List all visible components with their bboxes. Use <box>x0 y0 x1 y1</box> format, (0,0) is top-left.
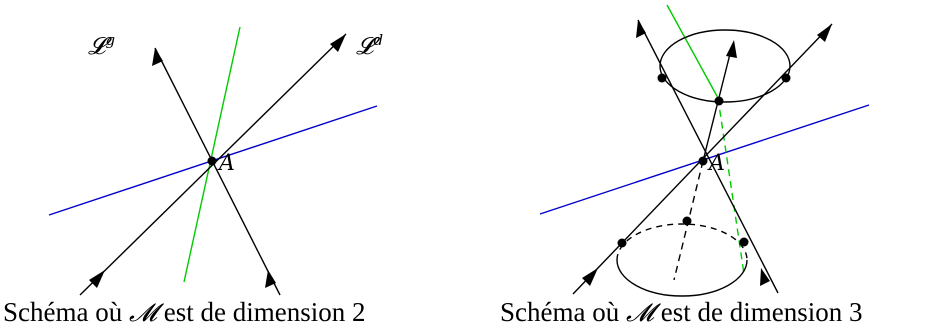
right-caption-symbol: 𝓜 <box>625 298 654 327</box>
right-point-a <box>698 156 708 166</box>
upper-dot-right <box>781 73 791 83</box>
left-caption-symbol: 𝓜 <box>128 298 157 327</box>
arrow-ld-bottom <box>89 270 105 288</box>
arrow-ld-top <box>330 34 346 52</box>
left-point-a-label: A <box>217 151 235 176</box>
upper-dot-bottom <box>714 96 724 106</box>
arrow-cone-bottom-right <box>760 268 770 286</box>
cone-line-left <box>637 19 779 294</box>
arrow-cone-top-left <box>636 20 646 38</box>
right-diagram: A <box>539 4 870 297</box>
left-point-a <box>207 156 217 166</box>
left-caption-prefix: Schéma où <box>3 297 129 327</box>
arrow-cone-bottom-left <box>582 268 598 286</box>
lower-ellipse-back <box>616 223 748 261</box>
left-line-lg <box>154 47 281 296</box>
arrow-lg-bottom <box>265 270 276 288</box>
lower-dot-right <box>739 237 749 247</box>
lower-dot-top <box>682 216 692 226</box>
upper-vector-arrow <box>726 40 737 58</box>
right-green-line-dashed <box>717 97 745 275</box>
left-caption: Schéma où 𝓜 est de dimension 2 <box>3 292 443 332</box>
right-green-line-solid <box>666 4 719 99</box>
label-ld: 𝓛d <box>356 31 383 60</box>
left-diagram: A 𝓛g 𝓛d <box>48 26 383 296</box>
left-green-line <box>183 26 241 283</box>
label-lg: 𝓛g <box>88 31 115 60</box>
right-caption: Schéma où 𝓜 est de dimension 3 <box>500 292 930 332</box>
arrow-cone-top-right <box>817 24 832 42</box>
right-caption-suffix: est de dimension 3 <box>654 297 863 327</box>
right-caption-prefix: Schéma où <box>500 297 626 327</box>
upper-dot-left <box>657 73 667 83</box>
lower-ellipse-front <box>616 259 748 297</box>
arrow-lg-top <box>152 48 163 66</box>
upper-ellipse <box>659 29 791 103</box>
left-caption-suffix: est de dimension 2 <box>157 297 366 327</box>
right-point-a-label: A <box>707 151 725 176</box>
lower-dot-left <box>617 238 627 248</box>
